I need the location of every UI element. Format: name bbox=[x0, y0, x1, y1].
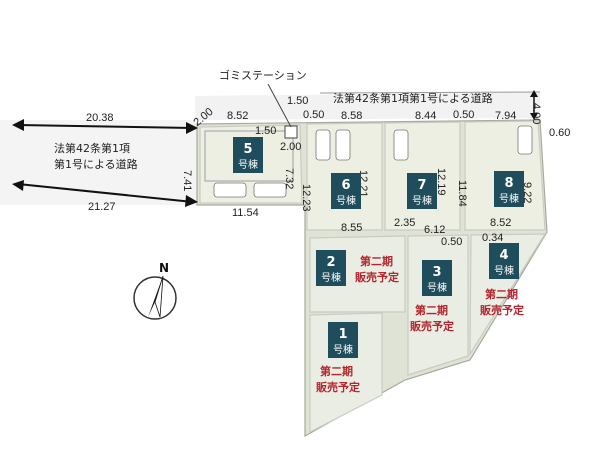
svg-text:号棟: 号棟 bbox=[499, 192, 519, 205]
lot-1-schedule-1: 第二期 bbox=[320, 364, 353, 378]
left-road-area bbox=[0, 120, 198, 205]
dim-7-94: 7.94 bbox=[495, 110, 516, 122]
lot-1-schedule-2: 販売予定 bbox=[316, 380, 360, 394]
left-road-label-2: 第1号による道路 bbox=[54, 157, 138, 171]
road-edge-line bbox=[319, 91, 541, 94]
dim-12-19: 12.19 bbox=[435, 168, 447, 196]
dim-12-23: 12.23 bbox=[300, 184, 312, 212]
svg-text:1: 1 bbox=[338, 327, 347, 342]
dim-1-50-inner: 1.50 bbox=[255, 125, 276, 137]
lot-2-schedule-1: 第二期 bbox=[360, 254, 393, 268]
lot-5-building bbox=[204, 130, 294, 182]
lot-4 bbox=[469, 233, 547, 357]
svg-text:号棟: 号棟 bbox=[412, 194, 432, 207]
dimension-arrow-top bbox=[12, 119, 198, 134]
badge-lot-3: 3 号棟 bbox=[422, 260, 452, 296]
road-width-arrow bbox=[530, 90, 538, 120]
svg-text:6: 6 bbox=[341, 178, 350, 193]
svg-text:2: 2 bbox=[326, 255, 335, 270]
dim-left-top: 20.38 bbox=[86, 112, 114, 124]
garbage-station-leader bbox=[267, 83, 292, 128]
svg-text:3: 3 bbox=[432, 265, 441, 280]
garbage-station-label: ゴミステーション bbox=[219, 68, 307, 82]
badge-lot-4: 4 号棟 bbox=[489, 243, 519, 279]
badge-lot-2: 2 号棟 bbox=[316, 250, 346, 286]
north-arrow-icon: N bbox=[133, 261, 177, 320]
left-road-label-1: 法第42条第1項 bbox=[54, 141, 130, 155]
dim-0-34: 0.34 bbox=[482, 232, 503, 244]
badge-lot-1: 1 号棟 bbox=[328, 322, 358, 358]
dim-2-35: 2.35 bbox=[394, 217, 415, 229]
dim-7-32: 7.32 bbox=[283, 168, 295, 189]
dim-8-44: 8.44 bbox=[415, 110, 436, 122]
svg-text:号棟: 号棟 bbox=[238, 158, 258, 171]
dim-left-bottom: 21.27 bbox=[88, 201, 116, 213]
dimension-arrow-bottom bbox=[12, 180, 198, 207]
badge-lot-8: 8 号棟 bbox=[494, 171, 524, 207]
dim-7-41: 7.41 bbox=[181, 170, 193, 191]
svg-text:号棟: 号棟 bbox=[321, 271, 341, 284]
lot-4-schedule-1: 第二期 bbox=[485, 287, 518, 301]
badge-lot-7: 7 号棟 bbox=[407, 173, 437, 209]
lot-2-schedule-2: 販売予定 bbox=[355, 270, 399, 284]
lot-4-schedule-2: 販売予定 bbox=[480, 303, 524, 317]
svg-text:号棟: 号棟 bbox=[336, 194, 356, 207]
svg-text:5: 5 bbox=[243, 142, 252, 157]
dim-2-00-inner: 2.00 bbox=[280, 141, 301, 153]
dim-6-12: 6.12 bbox=[424, 224, 445, 236]
dim-11-54: 11.54 bbox=[232, 207, 259, 219]
dim-8-52-bottom: 8.52 bbox=[490, 217, 511, 229]
north-label: N bbox=[159, 261, 169, 275]
svg-text:4: 4 bbox=[499, 248, 508, 263]
dim-0-50-a: 0.50 bbox=[303, 109, 324, 121]
dim-0-60: 0.60 bbox=[549, 127, 570, 139]
dim-0-50-c: 0.50 bbox=[441, 236, 462, 248]
badge-lot-5: 5 号棟 bbox=[233, 137, 263, 173]
garbage-station-icon bbox=[284, 125, 298, 139]
dim-1-50-top: 1.50 bbox=[287, 95, 308, 107]
svg-text:7: 7 bbox=[417, 178, 426, 193]
svg-text:号棟: 号棟 bbox=[333, 343, 353, 356]
dim-8-58: 8.58 bbox=[341, 110, 362, 122]
badge-lot-6: 6 号棟 bbox=[331, 173, 361, 209]
car-icon bbox=[213, 125, 533, 198]
dim-11-84: 11.84 bbox=[456, 180, 468, 207]
svg-text:8: 8 bbox=[504, 176, 513, 191]
svg-text:号棟: 号棟 bbox=[494, 264, 514, 277]
dim-8-52-top: 8.52 bbox=[227, 110, 248, 122]
dim-8-55: 8.55 bbox=[341, 222, 362, 234]
svg-text:号棟: 号棟 bbox=[427, 281, 447, 294]
dim-road-width: 4.00 bbox=[530, 103, 542, 124]
dim-0-50-b: 0.50 bbox=[453, 109, 474, 121]
top-road-area bbox=[195, 92, 540, 120]
lot-3-schedule-1: 第二期 bbox=[415, 303, 448, 317]
lot-3-schedule-2: 販売予定 bbox=[410, 319, 454, 333]
top-road-label: 法第42条第1項第1号による道路 bbox=[333, 91, 493, 105]
